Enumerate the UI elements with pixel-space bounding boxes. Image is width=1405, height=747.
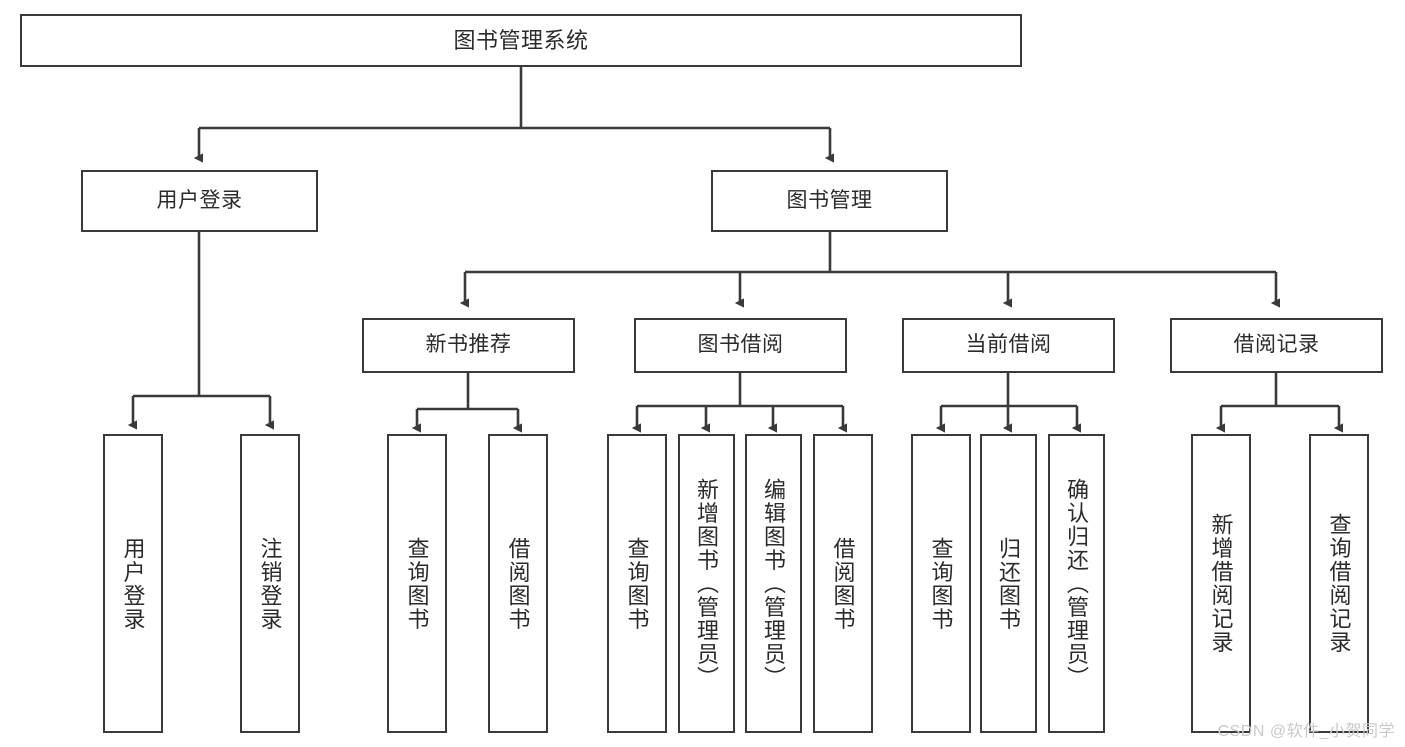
node-label: 图书管理	[786, 188, 873, 212]
node-leaf-query-book-recommend[interactable]: 查询图书	[387, 434, 447, 733]
node-leaf-query-book-current[interactable]: 查询图书	[911, 434, 971, 733]
node-leaf-return-book[interactable]: 归还图书	[980, 434, 1037, 733]
node-label: 归还图书	[996, 536, 1022, 631]
node-label: 借阅图书	[830, 536, 856, 631]
node-leaf-add-book-admin[interactable]: 新增图书（管理员）	[678, 434, 735, 733]
node-label: 用户登录	[156, 188, 243, 212]
node-current-borrow[interactable]: 当前借阅	[902, 318, 1115, 373]
node-user-login[interactable]: 用户登录	[81, 170, 318, 232]
node-new-book-recommend[interactable]: 新书推荐	[362, 318, 575, 373]
node-root-book-management-system[interactable]: 图书管理系统	[20, 14, 1022, 67]
node-label: 确认归还（管理员）	[1064, 477, 1090, 690]
node-leaf-query-book-borrow[interactable]: 查询图书	[607, 434, 667, 733]
node-label: 查询图书	[404, 536, 430, 631]
node-label: 编辑图书（管理员）	[761, 477, 787, 690]
node-label: 当前借阅	[965, 333, 1052, 357]
node-label: 新增借阅记录	[1208, 513, 1234, 654]
node-leaf-add-borrow-record[interactable]: 新增借阅记录	[1191, 434, 1251, 733]
node-label: 借阅记录	[1233, 333, 1320, 357]
node-leaf-logout[interactable]: 注销登录	[240, 434, 300, 733]
node-leaf-borrow-book[interactable]: 借阅图书	[813, 434, 873, 733]
node-leaf-query-borrow-record[interactable]: 查询借阅记录	[1309, 434, 1369, 733]
node-borrow-records[interactable]: 借阅记录	[1170, 318, 1383, 373]
node-label: 图书借阅	[697, 333, 784, 357]
node-label: 用户登录	[120, 536, 146, 631]
node-leaf-borrow-book-recommend[interactable]: 借阅图书	[488, 434, 548, 733]
node-book-borrow[interactable]: 图书借阅	[634, 318, 847, 373]
node-label: 查询图书	[624, 536, 650, 631]
node-label: 借阅图书	[505, 536, 531, 631]
node-leaf-confirm-return-admin[interactable]: 确认归还（管理员）	[1048, 434, 1105, 733]
node-label: 新增图书（管理员）	[694, 477, 720, 690]
csdn-watermark: CSDN @软件_小贺同学	[1217, 723, 1395, 740]
node-label: 新书推荐	[425, 333, 512, 357]
node-label: 查询借阅记录	[1326, 513, 1352, 654]
node-label: 查询图书	[928, 536, 954, 631]
node-book-management[interactable]: 图书管理	[711, 170, 948, 232]
node-leaf-user-login[interactable]: 用户登录	[103, 434, 163, 733]
node-leaf-edit-book-admin[interactable]: 编辑图书（管理员）	[745, 434, 802, 733]
node-label: 注销登录	[257, 536, 283, 631]
node-label: 图书管理系统	[453, 27, 589, 53]
